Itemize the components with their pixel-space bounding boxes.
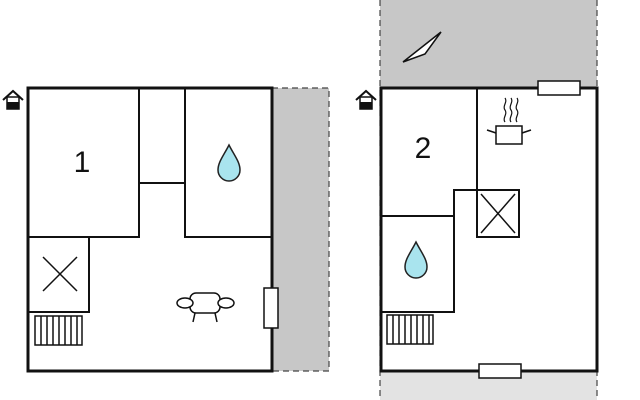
window-marker-bottom: [478, 363, 522, 379]
interior-walls: [381, 88, 520, 313]
stairs-cross-icon: [480, 193, 516, 234]
stairs-cross-icon: [42, 256, 78, 292]
floor-1: 1: [2, 86, 330, 373]
interior-walls: [28, 88, 272, 313]
room-number: 2: [415, 132, 432, 165]
radiator-icon: [34, 315, 83, 346]
window-marker: [263, 287, 279, 329]
window-marker-top: [537, 80, 581, 96]
house-entrance-icon: [355, 89, 377, 110]
sofa-icon: [176, 292, 235, 323]
kitchen-pot-icon: [486, 97, 532, 145]
floor-2: 2: [355, 0, 599, 400]
bathroom-water-drop-icon: [217, 143, 241, 182]
radiator-icon: [386, 314, 434, 345]
house-entrance-icon: [2, 89, 24, 110]
terrace-area: [272, 88, 329, 371]
bathroom-water-drop-icon: [404, 240, 428, 279]
room-number: 1: [74, 146, 91, 179]
north-arrow-icon: [402, 31, 442, 63]
terrace-area-top: [380, 0, 597, 88]
